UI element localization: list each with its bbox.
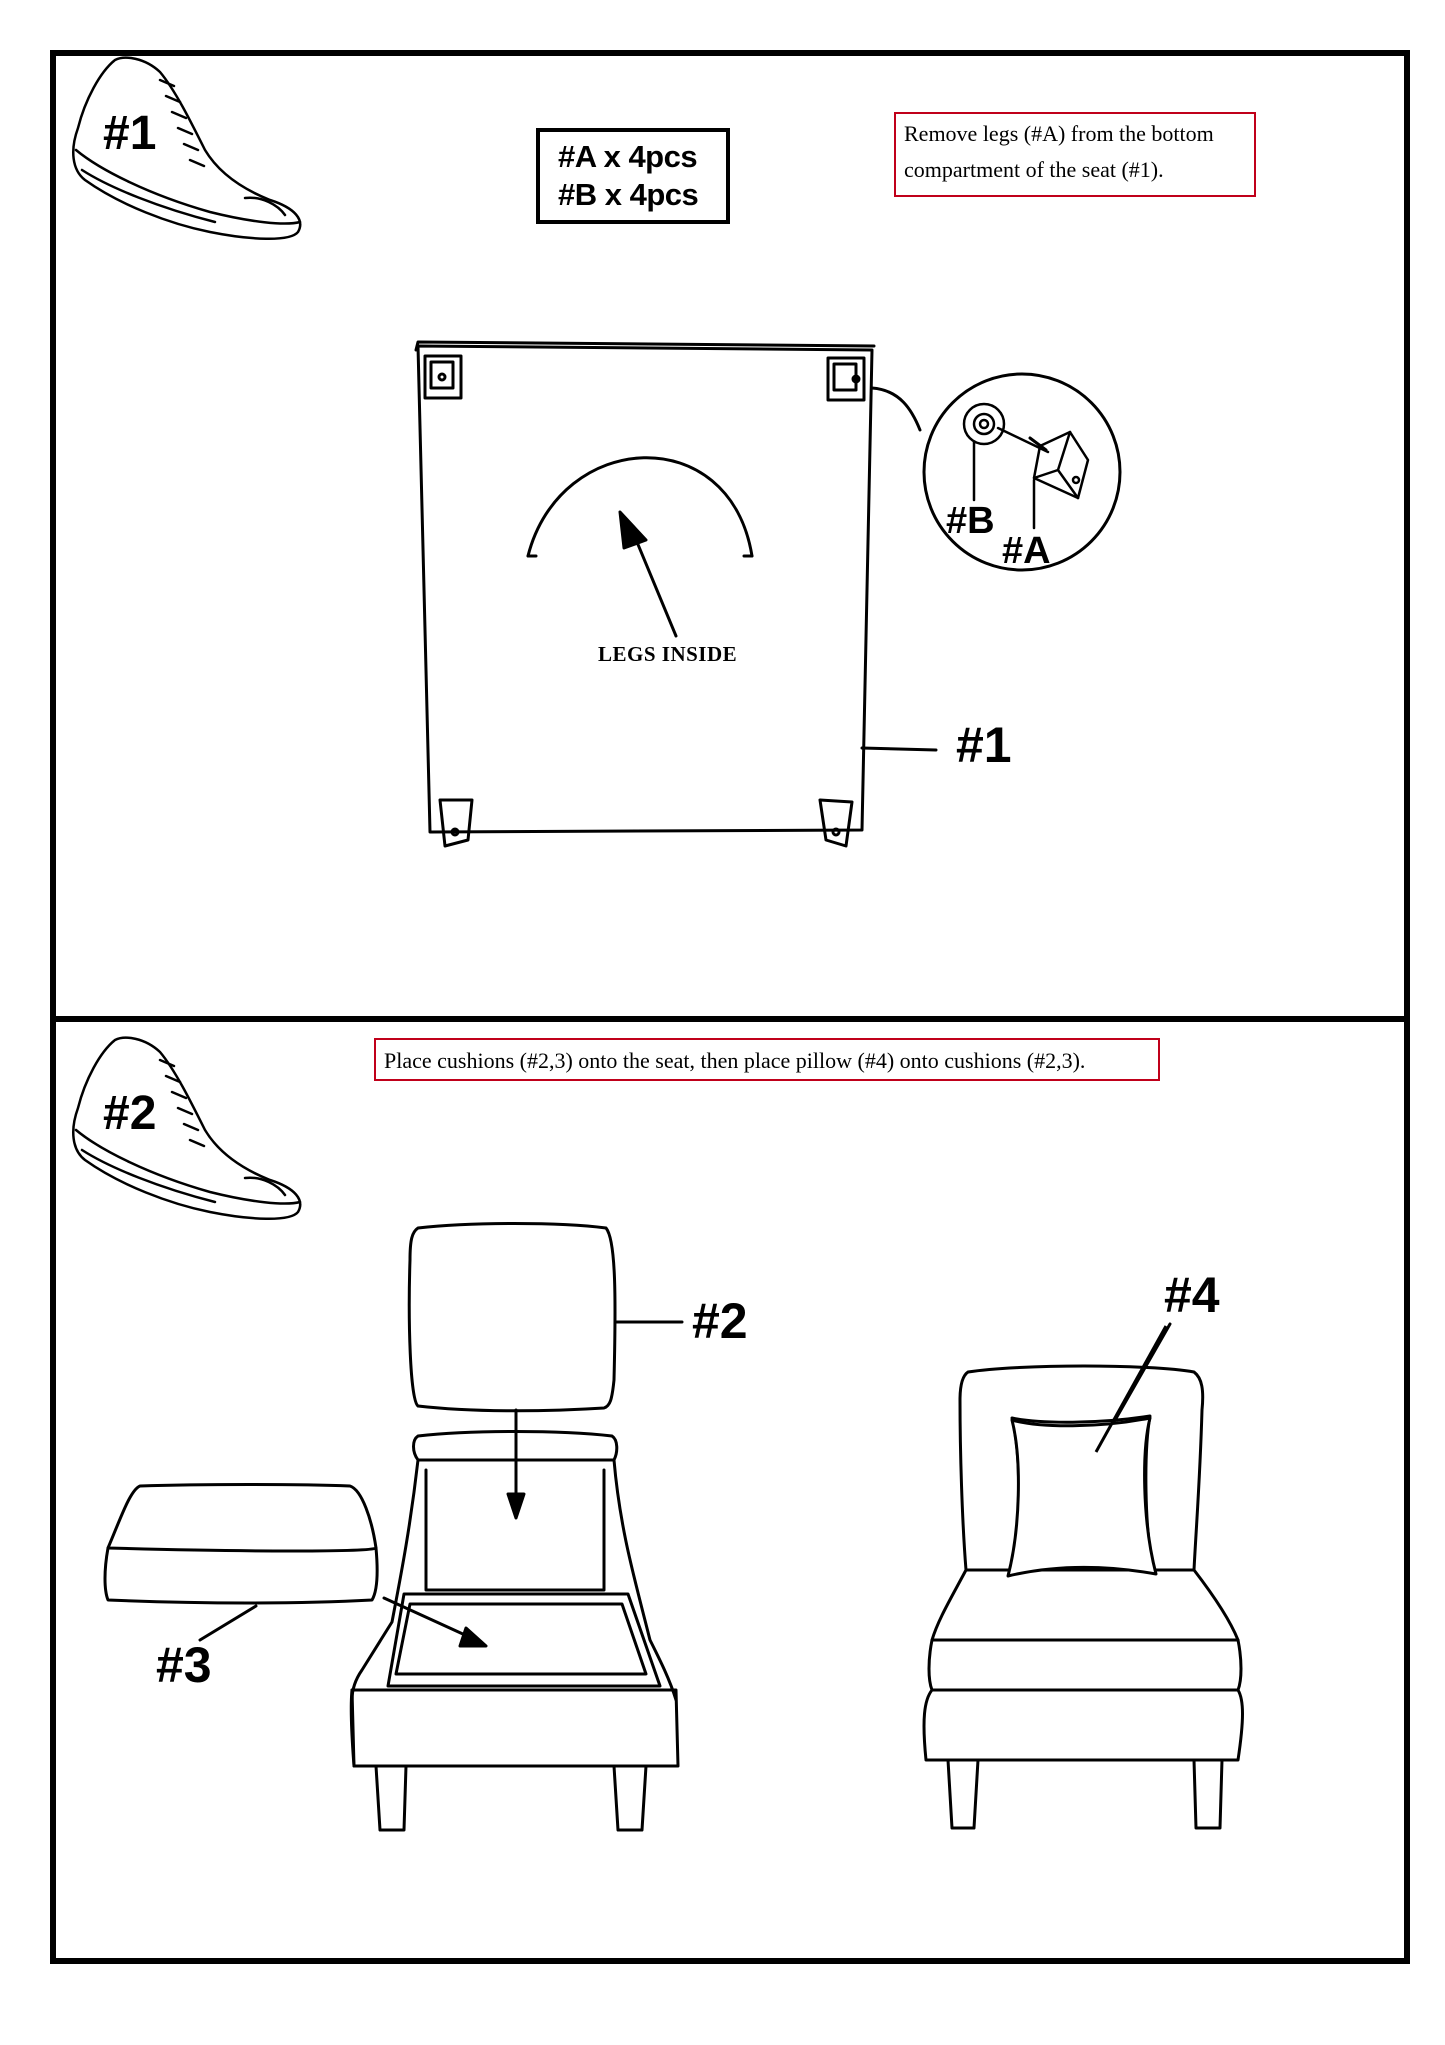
chair-frame-drawing [349,1430,680,1832]
pillow-drawing [1006,1416,1158,1578]
seat-label: #1 [956,717,1012,773]
back-cushion-label: #2 [692,1293,748,1349]
back-cushion-drawing [407,1222,684,1520]
leg-label: #A [1002,530,1051,572]
seat-bottom-drawing [414,340,1122,848]
step2-number: #2 [103,1087,157,1140]
instruction-sheet-frame [50,50,1410,1964]
bolt-label: #B [946,500,995,542]
qty-line-b: #B x 4pcs [558,177,699,212]
qty-line-a: #A x 4pcs [558,139,698,174]
step-divider [50,1016,1410,1022]
seat-cushion-drawing [103,1483,488,1648]
sneaker-icon-step1 [72,56,302,240]
legs-inside-label: LEGS INSIDE [598,642,738,666]
parts-quantity-box: #A x 4pcs #B x 4pcs [536,128,730,224]
step2-instruction: Place cushions (#2,3) onto the seat, the… [374,1038,1160,1081]
pillow-pointer [1094,1325,1168,1453]
step1-number: #1 [103,107,157,160]
step1-instruction: Remove legs (#A) from the bottom compart… [894,112,1256,197]
seat-cushion-label: #3 [156,1637,212,1693]
sneaker-icon-step2 [72,1036,302,1220]
pillow-label: #4 [1164,1267,1220,1323]
